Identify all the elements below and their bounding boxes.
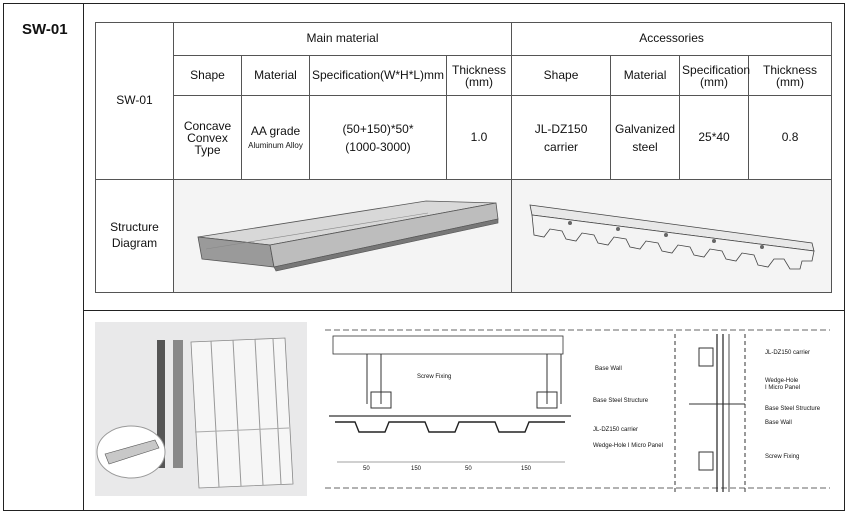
- section-drawing: Screw Fixing Base Wall Base Steel Struct…: [325, 322, 830, 496]
- dim-2: 150: [411, 466, 422, 472]
- label-carrier: JL-DZ150 carrier: [593, 427, 639, 433]
- panel-diagram-cell: [172, 179, 513, 293]
- acc-thickness-header: Thickness (mm): [748, 55, 833, 96]
- label-wedge-panel: Wedge-Hole I Micro Panel: [593, 443, 663, 449]
- acc-shape-value: JL-DZ150 carrier: [511, 95, 612, 180]
- material-header: Material: [241, 55, 310, 96]
- document-frame: [3, 3, 845, 511]
- label-r-base-steel: Base Steel Structure: [765, 406, 821, 412]
- carrier-drawing: [529, 204, 815, 269]
- specification-value: (50+150)*50* (1000-3000): [309, 95, 447, 180]
- structure-label: Structure Diagram: [95, 179, 174, 293]
- product-code: SW-01: [22, 21, 68, 38]
- label-r-screw: Screw Fixing: [765, 454, 800, 460]
- acc-thickness-value: 0.8: [748, 95, 833, 180]
- label-base-wall: Base Wall: [595, 366, 622, 372]
- row-label: SW-01: [95, 22, 174, 180]
- acc-material-value: Galvanized steel: [610, 95, 681, 180]
- shape-value: Concave Convex Type: [173, 95, 242, 180]
- label-r-wedge: Wedge-Hole I Micro Panel: [765, 378, 801, 391]
- material-main: AA grade: [250, 123, 301, 138]
- thickness-header: Thickness (mm): [445, 55, 513, 96]
- shape-header: Shape: [173, 55, 242, 96]
- acc-specification-header: Specification (mm): [679, 55, 750, 96]
- acc-specification-value: 25*40: [679, 95, 750, 180]
- panel-render-drawing: [96, 337, 294, 489]
- acc-shape-header: Shape: [511, 55, 612, 96]
- label-r-base-wall: Base Wall: [765, 420, 792, 426]
- panel-render-image: [95, 322, 307, 496]
- acc-material-header: Material: [610, 55, 681, 96]
- specification-table: SW-01 Main material Accessories Shape Ma…: [95, 22, 833, 293]
- dim-3: 50: [465, 466, 472, 472]
- row-divider: [83, 310, 845, 311]
- dim-1: 50: [363, 466, 370, 472]
- label-screw-fixing: Screw Fixing: [417, 374, 452, 380]
- material-value: AA grade Aluminum Alloy: [241, 95, 310, 180]
- dim-4: 150: [521, 466, 532, 472]
- main-material-header: Main material: [172, 22, 513, 56]
- label-base-steel: Base Steel Structure: [593, 398, 649, 404]
- panel-drawing: [197, 200, 498, 271]
- thickness-value: 1.0: [445, 95, 513, 180]
- column-divider: [83, 3, 84, 511]
- label-r-carrier: JL-DZ150 carrier: [765, 350, 811, 356]
- accessories-header: Accessories: [511, 22, 833, 56]
- specification-header: Specification(W*H*L)mm: [309, 55, 447, 96]
- carrier-diagram-cell: [511, 179, 833, 293]
- material-sub: Aluminum Alloy: [248, 141, 303, 151]
- cad-lines: [325, 329, 830, 492]
